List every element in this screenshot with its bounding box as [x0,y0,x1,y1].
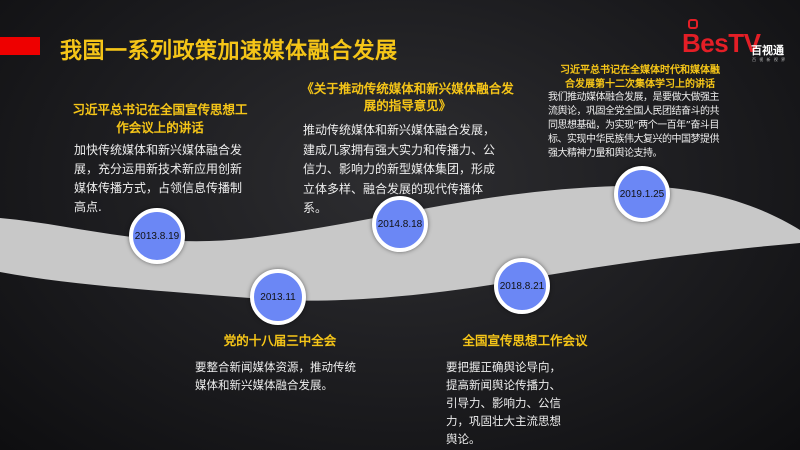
date-circle: 2018.8.21 [494,258,550,314]
event-body: 要把握正确舆论导向，提高新闻舆论传播力、引导力、影响力、公信力，巩固壮大主流思想… [446,360,561,446]
logo-cn: 百视通 [751,44,784,57]
title-accent-bar [0,37,40,55]
event-heading: 习近平总书记在全媒体时代和媒体融合发展第十二次集体学习上的讲话 [560,65,720,90]
event-body: 要整合新闻媒体资源，推动传统媒体和新兴媒体融合发展。 [195,360,356,392]
page-title: 我国一系列政策加速媒体融合发展 [60,39,398,64]
event-heading: 党的十八届三中全会 [223,333,337,348]
event-body: 加快传统媒体和新兴媒体融合发展，充分运用新技术新应用创新媒体传播方式，占领信息传… [74,143,243,214]
date-circle: 2013.11 [250,269,306,325]
event-body: 推动传统媒体和新兴媒体融合发展，建成几家拥有强大实力和传播力、公信力、影响力的新… [303,123,496,215]
date-circle: 2014.8.18 [372,196,428,252]
logo-hexagon-icon [688,19,698,29]
logo-brand: BesTV [682,28,761,58]
date-circle: 2019.1.25 [614,166,670,222]
logo-tagline: 百 视 新 视 界 [752,57,787,62]
event-heading: 《关于推动传统媒体和新兴媒体融合发展的指导意见》 [301,81,514,113]
event-heading: 全国宣传思想工作会议 [462,333,588,348]
event-body: 我们推动媒体融合发展，是要做大做强主流舆论，巩固全党全国人民团结奋斗的共同思想基… [548,92,720,159]
event-heading: 习近平总书记在全国宣传思想工作会议上的讲话 [72,102,248,135]
date-circle: 2013.8.19 [129,208,185,264]
